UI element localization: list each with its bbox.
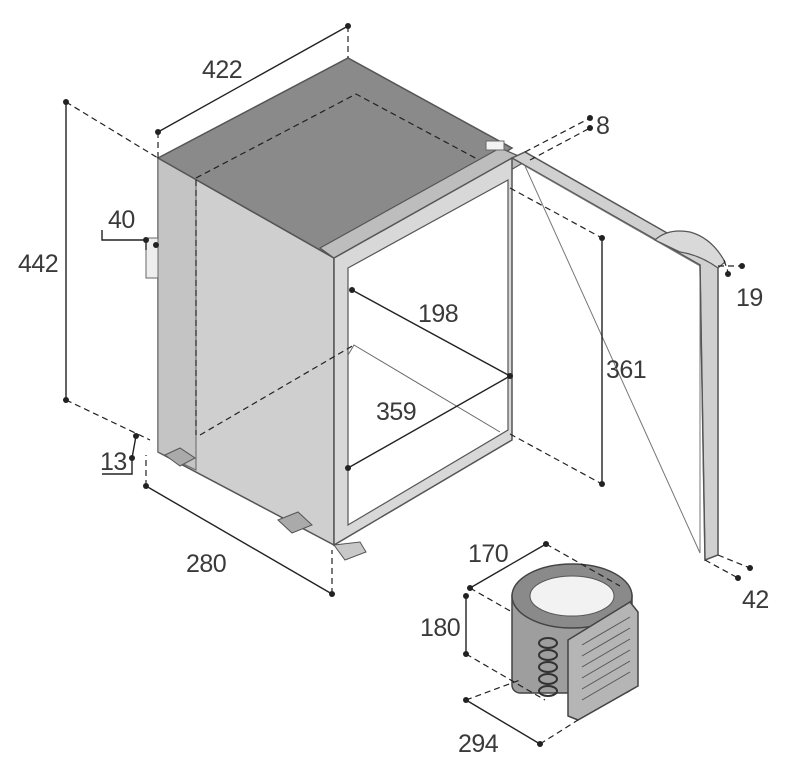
label-handle-depth: 19: [736, 284, 763, 312]
label-door-depth: 42: [742, 586, 769, 614]
door-edge: [699, 264, 706, 561]
label-unit-depth: 294: [458, 730, 499, 758]
label-top-offset: 40: [108, 206, 135, 234]
label-cabinet-width: 422: [202, 56, 242, 84]
cabinet-top-panel: [156, 57, 514, 259]
label-interior-width: 359: [376, 398, 416, 426]
fridge-cabinet: [145, 57, 530, 561]
dimension-labels: 422 442 40 8 198 361 359 19 13 280 42 17…: [18, 56, 769, 758]
compressor-unit: [511, 563, 639, 721]
grille-slats: [581, 616, 631, 701]
front-foot-center: [277, 511, 313, 534]
condenser-grille: [567, 601, 639, 721]
label-cabinet-depth: 280: [186, 550, 226, 578]
interior-opening: [347, 178, 509, 527]
front-foot-right: [333, 541, 367, 561]
label-unit-width: 170: [468, 540, 508, 568]
condenser-coils: [538, 637, 558, 697]
door-inner: [523, 164, 701, 554]
label-door-thickness: 8: [596, 112, 609, 140]
label-unit-height: 180: [420, 614, 460, 642]
label-height: 442: [18, 250, 58, 278]
door-handle: [653, 230, 726, 269]
label-foot-height: 13: [100, 448, 127, 476]
door-hinge-top: [485, 140, 505, 151]
top-hidden-edge: [195, 93, 495, 179]
label-interior-depth: 198: [418, 300, 458, 328]
compressor-top-disc: [529, 575, 615, 617]
front-foot-left: [164, 447, 196, 467]
interior-back-line: [347, 344, 501, 433]
cabinet-side-shade: [157, 157, 197, 471]
dimension-lines: [63, 23, 753, 747]
label-interior-height: 361: [606, 356, 646, 384]
side-bracket: [145, 237, 159, 279]
